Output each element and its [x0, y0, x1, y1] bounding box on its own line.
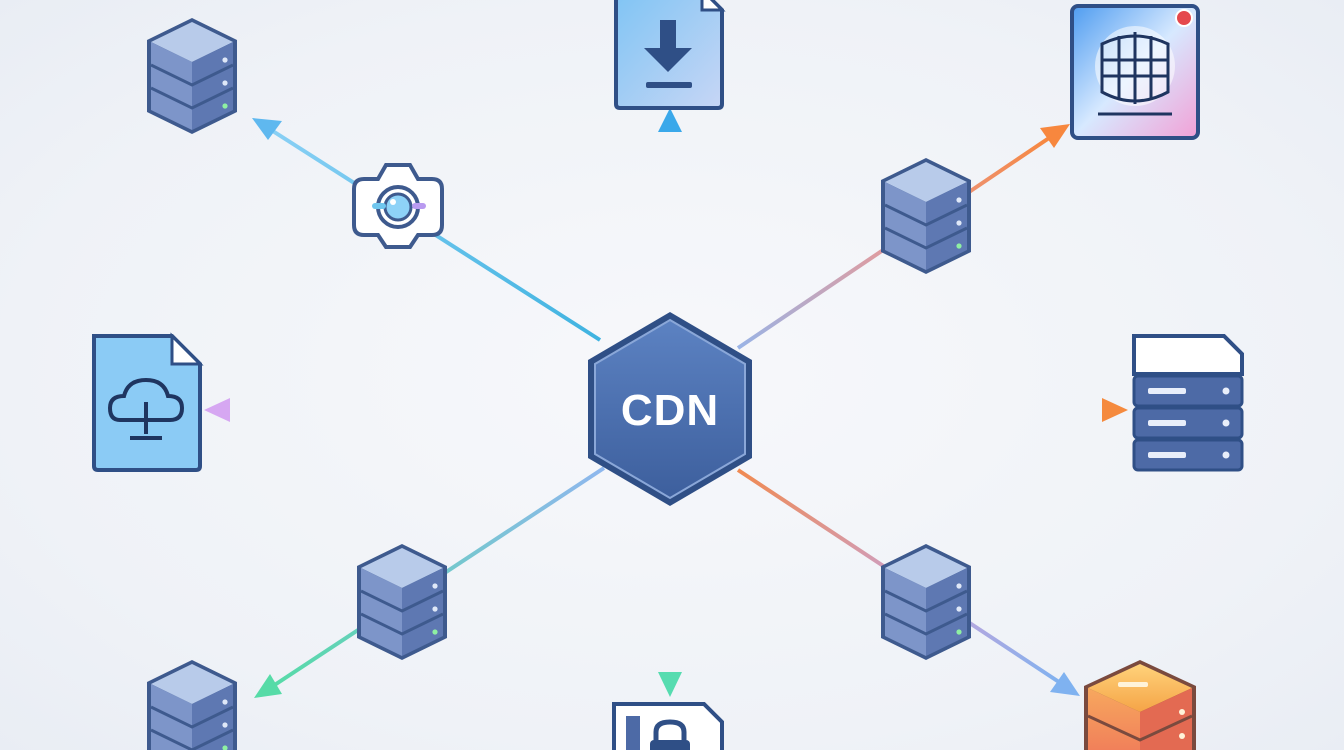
server-stack-icon[interactable]	[879, 542, 973, 662]
camera-icon[interactable]	[352, 163, 444, 249]
edge-to-right-storage	[748, 398, 1128, 422]
edge-to-bottom-lock	[658, 505, 682, 697]
server-stack-icon[interactable]	[879, 156, 973, 276]
cdn-hub-label: CDN	[621, 386, 719, 435]
cdn-hub[interactable]: CDN	[588, 312, 752, 506]
globe-icon[interactable]	[1070, 4, 1200, 140]
edge-to-top-download	[658, 108, 682, 315]
server-stack-icon[interactable]	[145, 658, 239, 750]
download-file-icon[interactable]	[614, 0, 726, 110]
storage-rack-icon[interactable]	[1132, 334, 1244, 472]
server-stack-icon[interactable]	[1084, 660, 1196, 750]
server-stack-icon[interactable]	[145, 16, 239, 136]
edge-to-left-file	[204, 398, 592, 422]
server-stack-icon[interactable]	[355, 542, 449, 662]
lock-file-icon[interactable]	[612, 702, 724, 750]
cloud-file-icon[interactable]	[92, 332, 204, 472]
